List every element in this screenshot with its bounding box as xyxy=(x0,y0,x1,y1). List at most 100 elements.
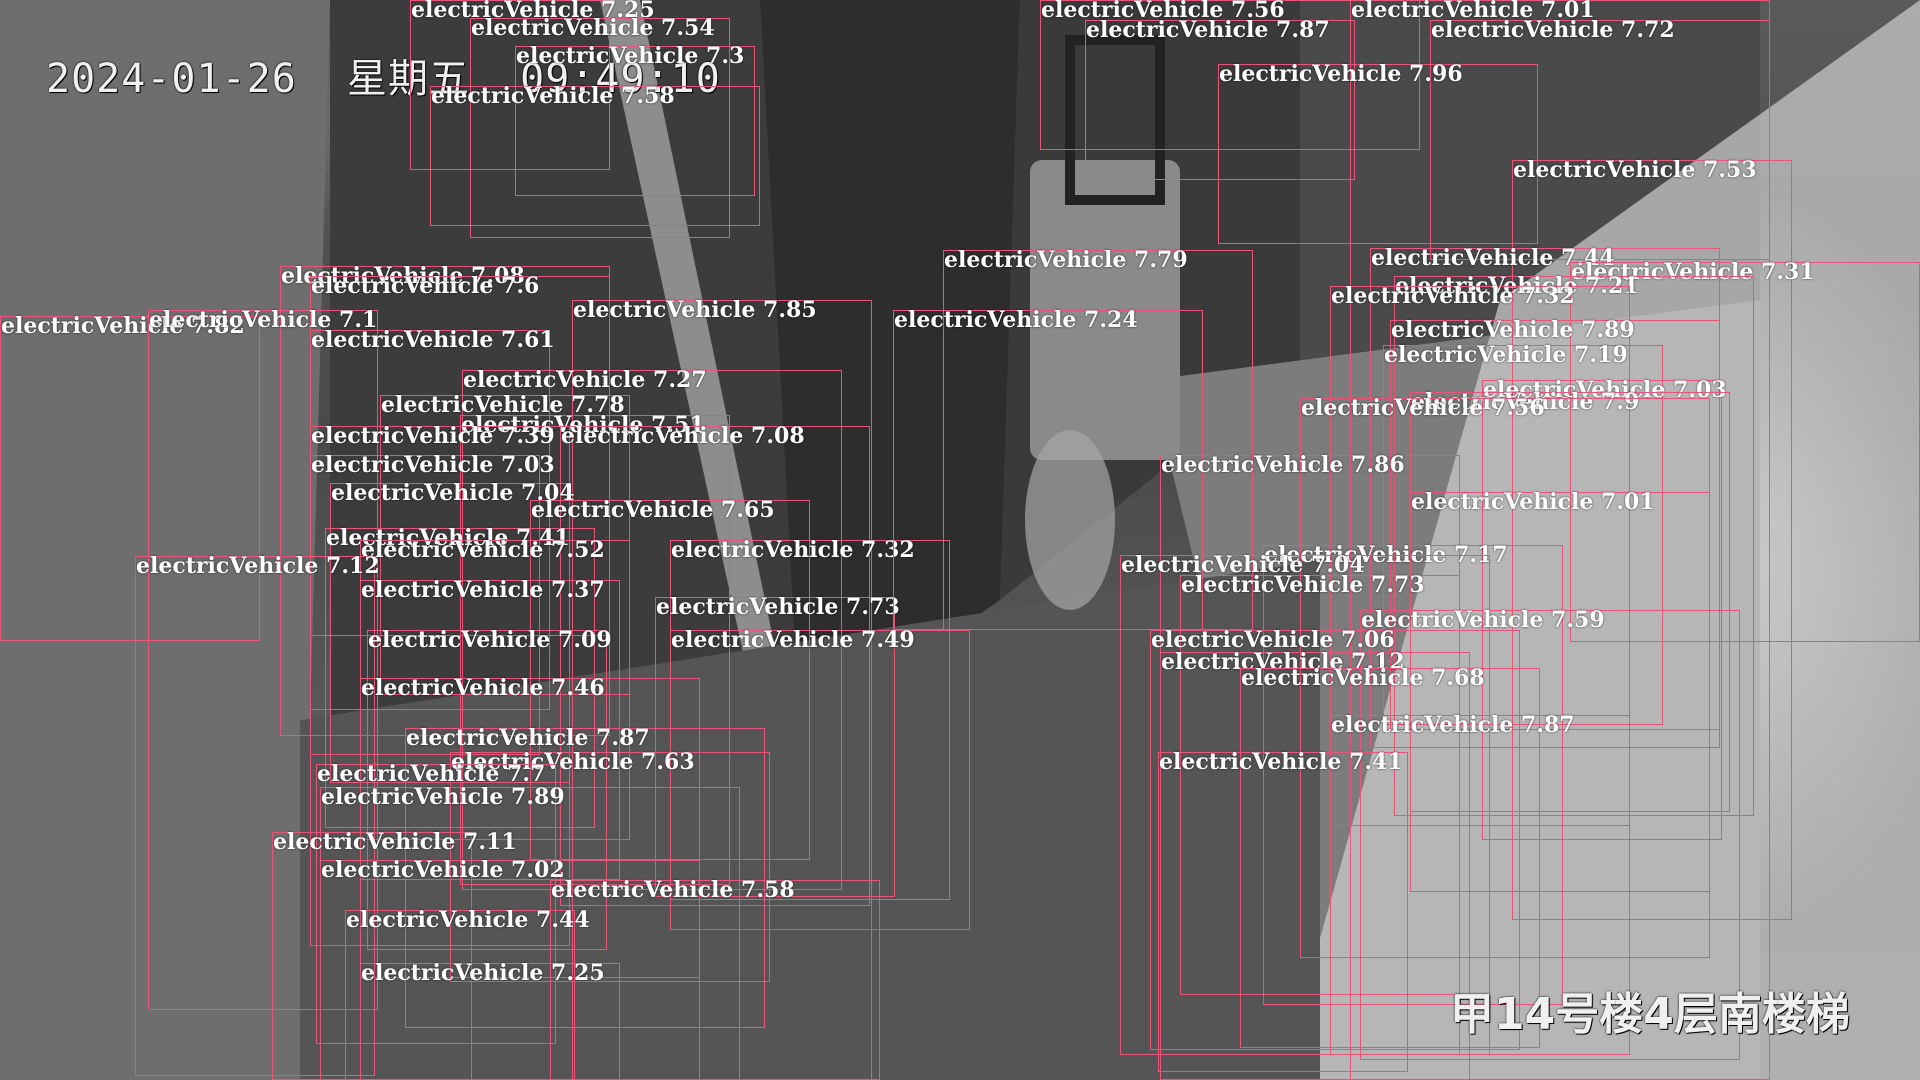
detection-label: electricVehicle 7.19 xyxy=(1384,342,1628,368)
detection-box: electricVehicle 7.72 xyxy=(1430,17,1770,260)
detection-label: electricVehicle 7.41 xyxy=(326,525,570,551)
camera-location-label: 甲14号楼4层南楼梯 xyxy=(1450,989,1850,1040)
detection-box: electricVehicle 7.7 xyxy=(316,761,556,1044)
detection-label: electricVehicle 7.78 xyxy=(381,392,625,418)
timestamp-overlay: 2024-01-26 星期五 09:49:10 xyxy=(46,46,721,104)
detection-label: electricVehicle 7.49 xyxy=(671,627,915,653)
detection-label: electricVehicle 7.11 xyxy=(273,829,517,855)
detection-box: electricVehicle 7.89 xyxy=(1390,317,1720,730)
detection-label: electricVehicle 7.3 xyxy=(516,43,745,69)
detection-label: electricVehicle 7.12 xyxy=(136,553,380,579)
detection-label: electricVehicle 7.03 xyxy=(1483,377,1727,403)
detection-label: electricVehicle 7.44 xyxy=(346,907,590,933)
detection-box: electricVehicle 7.03 xyxy=(310,454,555,755)
detection-box: electricVehicle 7.25 xyxy=(360,960,620,1080)
detection-label: electricVehicle 7.87 xyxy=(406,725,650,751)
detection-label: electricVehicle 7.54 xyxy=(471,15,715,41)
time-text: 09:49:10 xyxy=(520,56,721,102)
detection-label: electricVehicle 7.65 xyxy=(531,497,775,523)
detection-label: electricVehicle 7.82 xyxy=(1,313,245,339)
detection-box: electricVehicle 7.49 xyxy=(670,627,970,930)
detection-label: electricVehicle 7.9 xyxy=(1411,389,1640,415)
detection-label: electricVehicle 7.1 xyxy=(149,307,378,333)
detection-label: electricVehicle 7.53 xyxy=(1513,157,1757,183)
detection-label: electricVehicle 7.01 xyxy=(1351,0,1595,23)
detection-label: electricVehicle 7.04 xyxy=(1121,552,1365,578)
detection-label: electricVehicle 7.79 xyxy=(944,247,1188,273)
detection-label: electricVehicle 7.37 xyxy=(361,577,605,603)
detection-box: electricVehicle 7.58 xyxy=(430,83,760,226)
detection-box: electricVehicle 7.59 xyxy=(1360,607,1740,1060)
detection-label: electricVehicle 7.87 xyxy=(1331,712,1575,738)
detection-box: electricVehicle 7.04 xyxy=(1120,552,1490,1055)
weekday-text: 星期五 xyxy=(347,56,470,102)
detection-label: electricVehicle 7.7 xyxy=(317,761,546,787)
detection-box: electricVehicle 7.46 xyxy=(360,675,700,978)
detection-label: electricVehicle 7.32 xyxy=(671,537,915,563)
detection-label: electricVehicle 7.44 xyxy=(1371,245,1615,271)
detection-label: electricVehicle 7.89 xyxy=(1391,317,1635,343)
detection-label: electricVehicle 7.6 xyxy=(311,273,540,299)
detection-box: electricVehicle 7.87 xyxy=(1330,712,1630,1055)
detection-box: electricVehicle 7.87 xyxy=(1085,17,1355,180)
detection-label: electricVehicle 7.06 xyxy=(1151,627,1395,653)
detection-label: electricVehicle 7.89 xyxy=(321,784,565,810)
detection-box: electricVehicle 7.1 xyxy=(148,307,378,1010)
detection-box: electricVehicle 7.01 xyxy=(1410,489,1710,892)
detection-label: electricVehicle 7.24 xyxy=(894,307,1138,333)
detection-label: electricVehicle 7.73 xyxy=(1181,572,1425,598)
detection-label: electricVehicle 7.58 xyxy=(551,877,795,903)
detection-label: electricVehicle 7.39 xyxy=(311,423,555,449)
detection-label: electricVehicle 7.85 xyxy=(573,297,817,323)
detection-label: electricVehicle 7.63 xyxy=(451,749,695,775)
detection-box: electricVehicle 7.51 xyxy=(460,412,730,885)
detection-box: electricVehicle 7.06 xyxy=(1150,627,1520,1050)
detection-box: electricVehicle 7.73 xyxy=(1180,572,1460,995)
detection-box: electricVehicle 7.54 xyxy=(470,15,730,238)
detection-box: electricVehicle 7.87 xyxy=(405,725,765,1028)
detection-label: electricVehicle 7.12 xyxy=(1161,649,1405,675)
detection-label: electricVehicle 7.96 xyxy=(1219,61,1463,87)
detection-box: electricVehicle 7.96 xyxy=(1218,61,1538,244)
detection-label: electricVehicle 7.52 xyxy=(361,537,605,563)
detection-label: electricVehicle 7.03 xyxy=(311,452,555,478)
detection-label: electricVehicle 7.86 xyxy=(1161,452,1405,478)
detection-label: electricVehicle 7.01 xyxy=(1411,489,1655,515)
detection-label: electricVehicle 7.41 xyxy=(1159,749,1403,775)
detection-box: electricVehicle 7.19 xyxy=(1383,342,1663,725)
detection-label: electricVehicle 7.68 xyxy=(1241,665,1485,691)
date-text: 2024-01-26 xyxy=(46,56,297,102)
detection-label: electricVehicle 7.61 xyxy=(311,327,555,353)
detection-label: electricVehicle 7.58 xyxy=(431,83,675,109)
detection-label: electricVehicle 7.27 xyxy=(463,367,707,393)
detection-box: electricVehicle 7.68 xyxy=(1240,665,1540,1048)
detection-box: electricVehicle 7.24 xyxy=(893,307,1203,630)
detection-label: electricVehicle 7.87 xyxy=(1086,17,1330,43)
detection-label: electricVehicle 7.51 xyxy=(461,412,705,438)
detection-box: electricVehicle 7.25 xyxy=(410,0,655,170)
detection-box: electricVehicle 7.09 xyxy=(367,629,612,950)
detection-box: electricVehicle 7.56 xyxy=(1040,0,1420,150)
detection-label: electricVehicle 7.04 xyxy=(331,480,575,506)
detection-box: electricVehicle 7.53 xyxy=(1512,157,1792,920)
detection-label: electricVehicle 7.25 xyxy=(361,960,605,986)
detection-label: electricVehicle 7.73 xyxy=(656,594,900,620)
detection-label: electricVehicle 7.25 xyxy=(411,0,655,23)
detection-box: electricVehicle 7.12 xyxy=(135,555,380,1076)
detection-box: electricVehicle 7.3 xyxy=(515,43,755,196)
detection-label: electricVehicle 7.59 xyxy=(1361,607,1605,633)
detection-box: electricVehicle 7.73 xyxy=(655,596,900,897)
detection-box: electricVehicle 7.32 xyxy=(1330,283,1630,826)
detection-label: electricVehicle 7.46 xyxy=(361,675,605,701)
detection-label: electricVehicle 7.56 xyxy=(1041,0,1285,23)
detection-box: electricVehicle 7.08 xyxy=(560,423,870,906)
detection-box: electricVehicle 7.63 xyxy=(450,749,770,982)
detection-label: electricVehicle 7.09 xyxy=(368,627,612,653)
detection-label: electricVehicle 7.72 xyxy=(1431,17,1675,43)
detection-label: electricVehicle 7.08 xyxy=(561,423,805,449)
detection-box: electricVehicle 7.41 xyxy=(1158,749,1408,1072)
detection-label: electricVehicle 7.02 xyxy=(321,857,565,883)
detection-label: electricVehicle 7.56 xyxy=(1301,395,1545,421)
detection-label: electricVehicle 7.32 xyxy=(1331,283,1575,309)
